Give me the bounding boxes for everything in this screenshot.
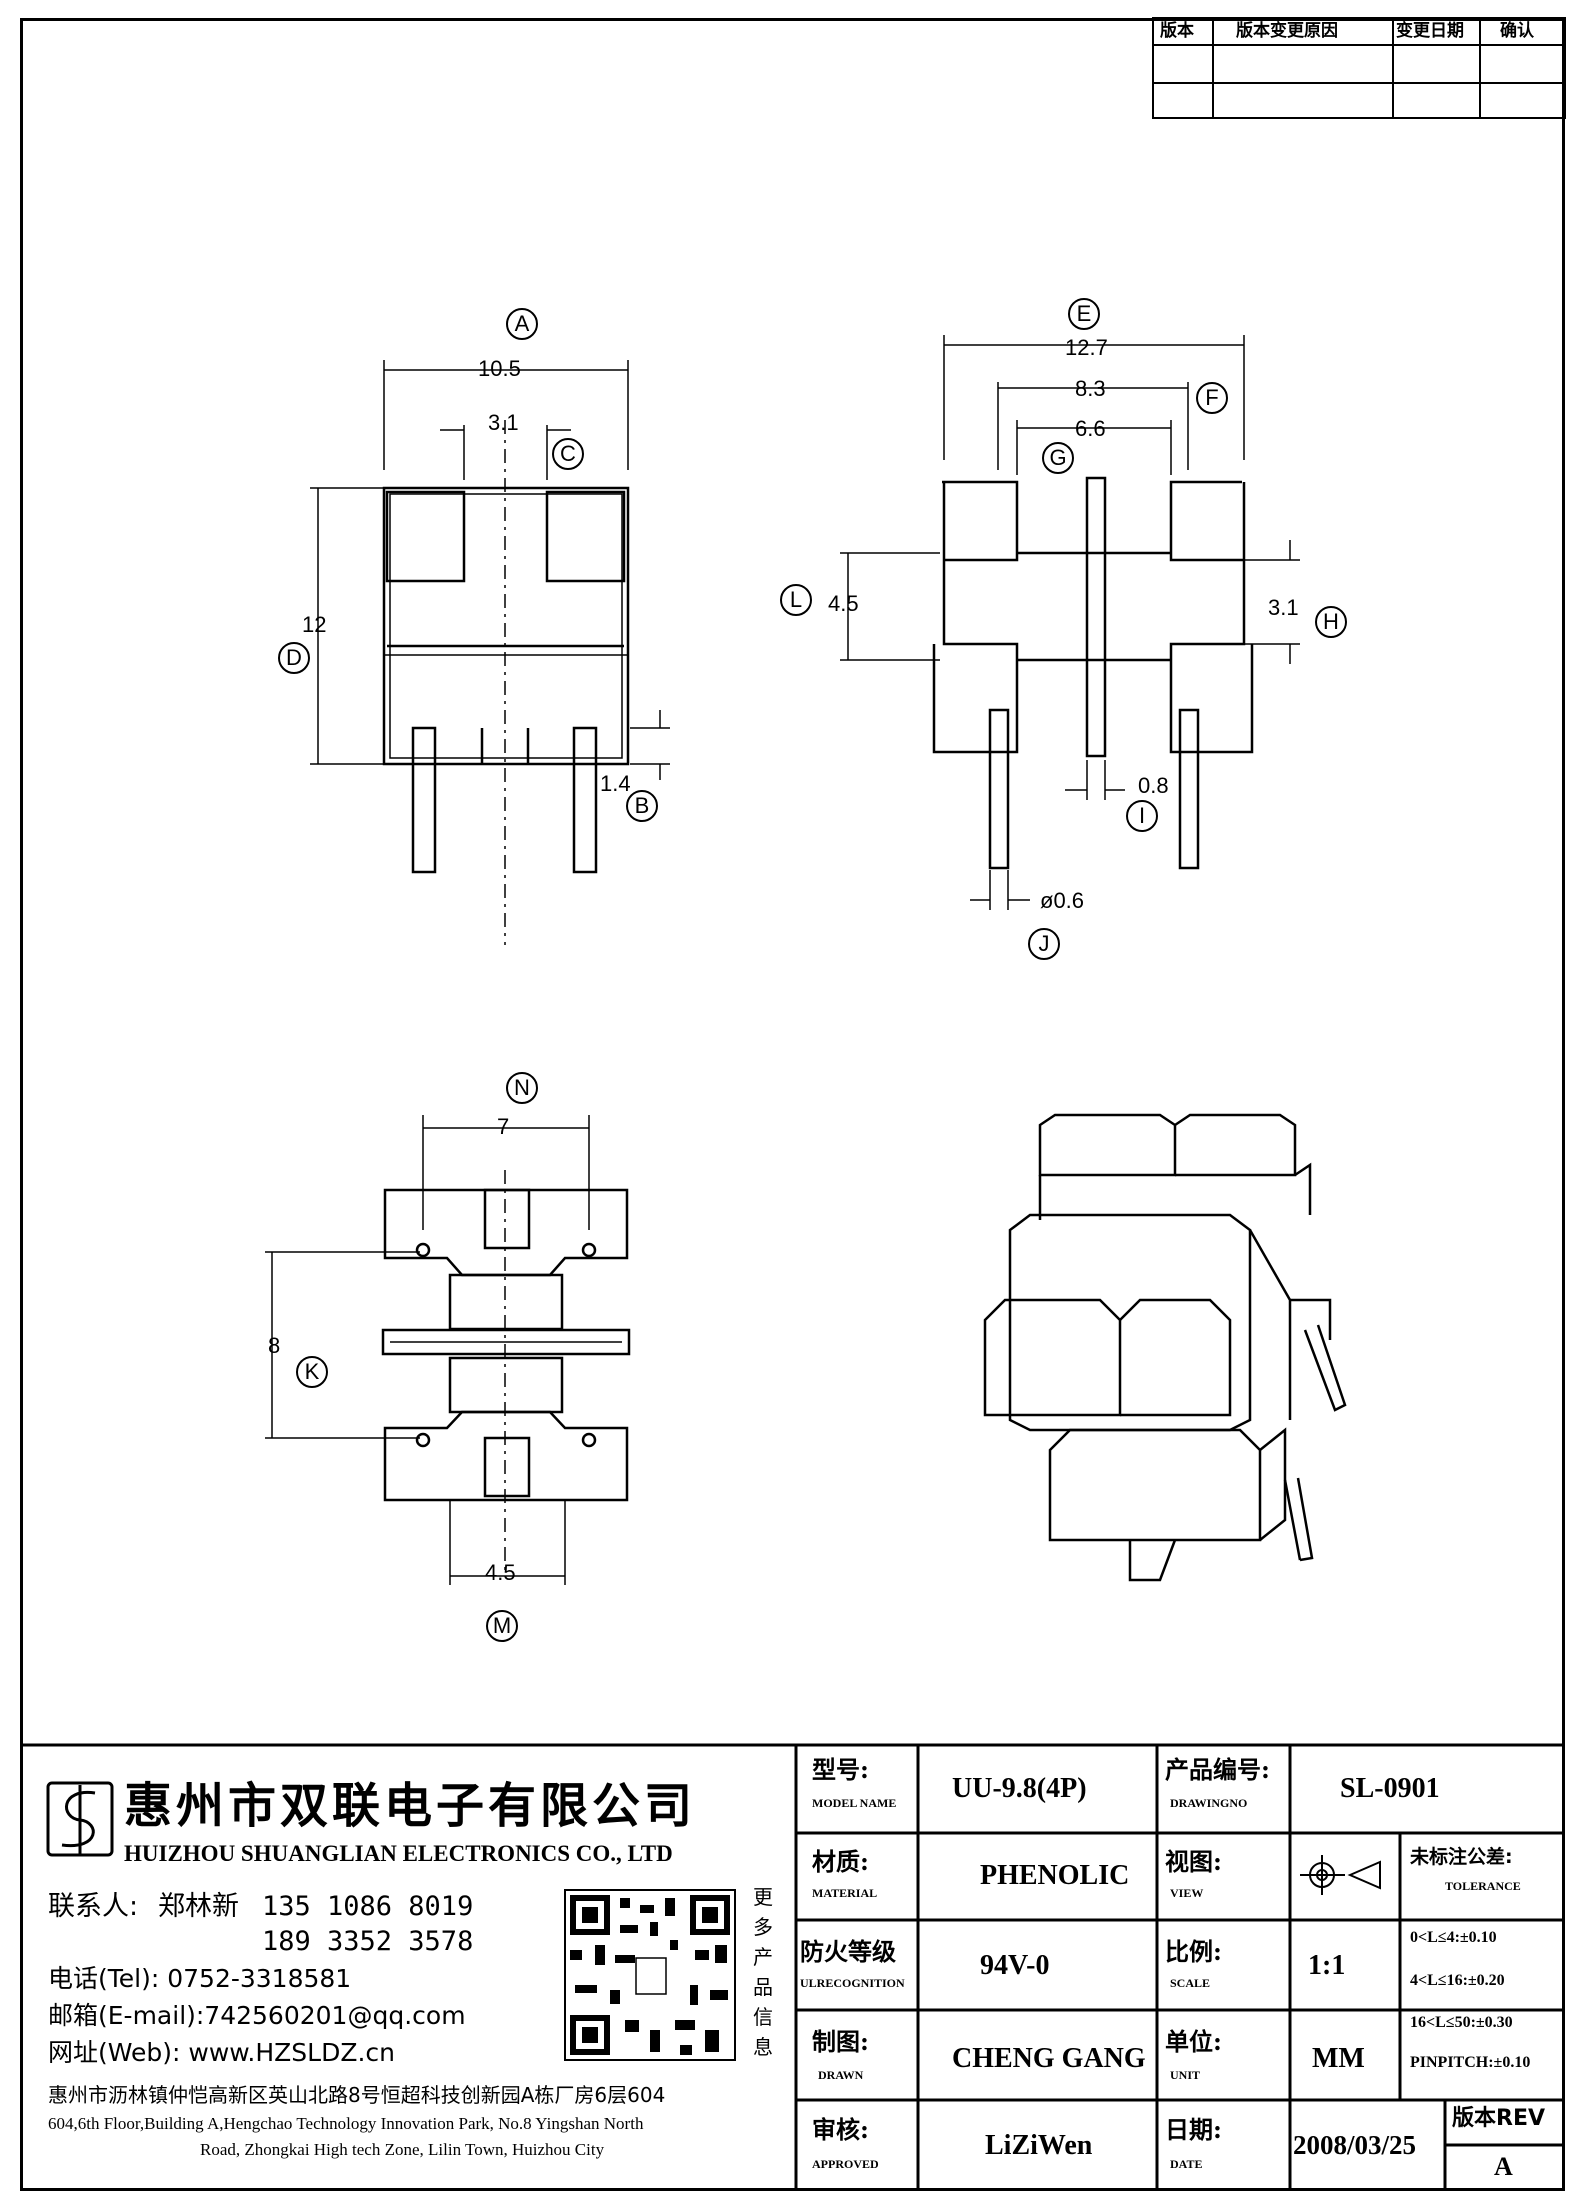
unit-value: MM [1312,2043,1365,2074]
qr-code [564,1889,736,2061]
callout-a: A [506,308,538,340]
callout-d: D [278,642,310,674]
company-name-en: HUIZHOU SHUANGLIAN ELECTRONICS CO., LTD [124,1841,673,1866]
approved-value: LiZiWen [985,2130,1093,2161]
tel: 电话(Tel): 0752-3318581 [48,1964,352,1993]
flame-value: 94V-0 [980,1950,1050,1981]
front-view [310,360,670,945]
title-block-grid [20,1743,1565,2191]
dim-n: 7 [497,1114,510,1139]
material-label-en: MATERIAL [812,1886,878,1900]
tolerance-0: 0<L≤4:±0.10 [1410,1929,1497,1946]
date-value: 2008/03/25 [1293,2130,1417,2160]
approved-label: 审核: [812,2115,869,2144]
scale-value: 1:1 [1308,1950,1346,1981]
material-label: 材质: [812,1847,869,1876]
flame-label-en: ULRECOGNITION [800,1976,905,1990]
callout-j: J [1028,928,1060,960]
callout-b: B [626,790,658,822]
drawn-label-en: DRAWN [818,2068,864,2082]
drawn-value: CHENG GANG [952,2043,1146,2074]
website: 网址(Web): www.HZSLDZ.cn [48,2038,396,2067]
tolerance-2: 16<L≤50:±0.30 [1410,2014,1513,2031]
view-label-en: VIEW [1170,1886,1204,1900]
dim-h: 3.1 [1268,595,1299,620]
tolerance-label-en: TOLERANCE [1445,1879,1521,1893]
material-value: PHENOLIC [980,1860,1130,1891]
email: 邮箱(E-mail):742560201@qq.com [48,2001,466,2030]
phone-1: 135 1086 8019 [262,1891,474,1922]
dim-c: 3.1 [488,410,519,435]
callout-e: E [1068,298,1100,330]
company-name-cn: 惠州市双联电子有限公司 [124,1778,697,1834]
approved-label-en: APPROVED [812,2157,879,2171]
callout-l: L [780,584,812,616]
company-logo [46,1781,114,1857]
dim-d: 12 [302,612,327,637]
rev-header-confirm: 确认 [1500,21,1534,41]
date-label: 日期: [1165,2115,1222,2144]
tolerance-label: 未标注公差: [1410,1846,1513,1868]
scale-label-en: SCALE [1170,1976,1211,1990]
dim-e: 12.7 [1065,335,1108,360]
callout-g: G [1042,442,1074,474]
rev-value: A [1494,2152,1513,2181]
top-view [265,1115,631,1585]
dim-j: ø0.6 [1040,888,1085,913]
drawingno-value: SL-0901 [1340,1773,1440,1804]
drawingno-label-en: DRAWINGNO [1170,1796,1248,1810]
address-en-1: 604,6th Floor,Building A,Hengchao Techno… [48,2114,644,2133]
rev-header-reason: 版本变更原因 [1236,21,1338,41]
dim-i: 0.8 [1138,773,1169,798]
contact-name: 郑林新 [158,1891,239,1922]
scale-label: 比例: [1165,1937,1222,1966]
flame-label: 防火等级 [800,1937,896,1966]
address-cn: 惠州市沥林镇仲恺高新区英山北路8号恒超科技创新园A栋厂房6层604 [48,2083,666,2107]
isometric-view [983,1113,1347,1582]
drawingno-label: 产品编号: [1165,1755,1270,1784]
model-label: 型号: [812,1755,869,1784]
dim-m: 4.5 [485,1560,516,1585]
view-label: 视图: [1165,1847,1222,1876]
callout-f: F [1196,382,1228,414]
side-view [840,335,1300,910]
dim-k: 8 [268,1333,281,1358]
callout-i: I [1126,800,1158,832]
qr-side-text: 更多产品信息 [753,1885,773,2059]
contact-label: 联系人: [48,1891,139,1922]
address-en-2: Road, Zhongkai High tech Zone, Lilin Tow… [200,2140,605,2159]
callout-n: N [506,1072,538,1104]
dim-b: 1.4 [600,771,631,796]
dim-g: 6.6 [1075,416,1106,441]
model-value: UU-9.8(4P) [952,1773,1087,1804]
dim-f: 8.3 [1075,376,1106,401]
dim-l: 4.5 [828,591,859,616]
revision-table [1152,17,1566,119]
rev-label: 版本REV [1452,2106,1545,2131]
rev-header-version: 版本 [1160,21,1194,41]
callout-h: H [1315,606,1347,638]
rev-header-date: 变更日期 [1396,21,1464,41]
callout-k: K [296,1356,328,1388]
dim-a: 10.5 [478,356,521,381]
date-label-en: DATE [1170,2157,1203,2171]
phone-2: 189 3352 3578 [262,1926,474,1957]
unit-label-en: UNIT [1170,2068,1201,2082]
tolerance-3: PINPITCH:±0.10 [1410,2054,1531,2071]
unit-label: 单位: [1165,2027,1222,2056]
drawing-frame [20,18,1565,2191]
tolerance-1: 4<L≤16:±0.20 [1410,1972,1505,1989]
projection-symbol [1300,1855,1381,1895]
callout-c: C [552,438,584,470]
drawn-label: 制图: [812,2027,869,2056]
model-label-en: MODEL NAME [812,1796,897,1810]
callout-m: M [486,1610,518,1642]
